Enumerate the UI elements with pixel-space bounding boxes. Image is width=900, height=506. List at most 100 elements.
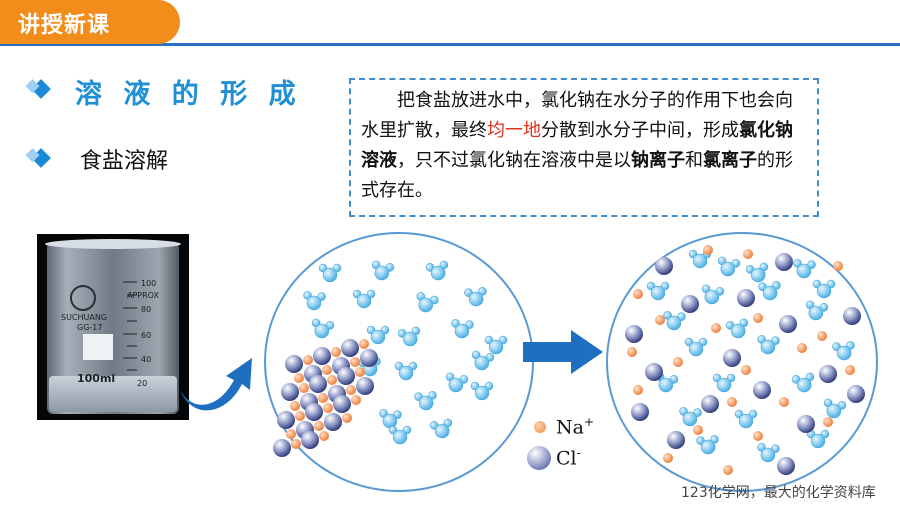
header-tab: 讲授新课 bbox=[0, 0, 180, 44]
sodium-ion bbox=[741, 365, 751, 375]
sodium-ion bbox=[319, 431, 329, 441]
water-molecule bbox=[712, 373, 736, 393]
right-arrow-icon bbox=[523, 330, 605, 378]
cl-charge: - bbox=[576, 446, 581, 460]
chloride-ion bbox=[843, 307, 861, 325]
water-molecule bbox=[757, 443, 780, 463]
description-box: 把食盐放进水中，氯化钠在水分子的作用下也会向水里扩散，最终均一地分散到水分子中间… bbox=[349, 78, 819, 217]
chloride-ion bbox=[360, 349, 378, 367]
sodium-ion bbox=[346, 385, 356, 395]
water-molecule bbox=[484, 335, 508, 355]
water-molecule bbox=[725, 318, 749, 339]
desc-highlight: 均一地 bbox=[487, 120, 541, 141]
sodium-ion bbox=[322, 365, 332, 375]
sodium-ion bbox=[711, 323, 721, 333]
chloride-ion bbox=[625, 325, 643, 343]
beaker-volume-label: 100ml bbox=[77, 372, 115, 385]
water-molecule bbox=[379, 409, 402, 429]
water-molecule bbox=[318, 263, 342, 283]
sodium-ion bbox=[655, 315, 665, 325]
desc-bold-term: 钠离子 bbox=[631, 150, 685, 171]
chloride-ion bbox=[631, 403, 649, 421]
chloride-ion bbox=[309, 375, 327, 393]
chloride-ion bbox=[285, 355, 303, 373]
chloride-ion bbox=[341, 339, 359, 357]
water-molecule bbox=[805, 300, 829, 321]
beaker-mark: 40 bbox=[141, 355, 151, 364]
cl-symbol: Cl bbox=[556, 447, 577, 470]
sodium-ion bbox=[295, 411, 305, 421]
chloride-ion bbox=[333, 395, 351, 413]
sodium-ion bbox=[291, 439, 301, 449]
beaker-mark: 80 bbox=[141, 305, 151, 314]
sodium-ion bbox=[753, 313, 763, 323]
chloride-ion bbox=[723, 349, 741, 367]
chloride-ion bbox=[737, 289, 755, 307]
water-molecule bbox=[425, 260, 449, 281]
sodium-ion bbox=[673, 357, 683, 367]
sodium-ion bbox=[303, 355, 313, 365]
sodium-ion bbox=[294, 373, 304, 383]
water-molecule bbox=[311, 318, 335, 339]
chloride-ion bbox=[797, 415, 815, 433]
water-molecule bbox=[303, 291, 326, 311]
water-molecule bbox=[471, 350, 495, 371]
water-molecule bbox=[696, 435, 719, 455]
sodium-ion bbox=[299, 383, 309, 393]
water-molecule bbox=[397, 326, 421, 347]
chloride-ion bbox=[701, 395, 719, 413]
section-title-salt-dissolving: 食盐溶解 bbox=[80, 149, 169, 174]
sodium-ion-legend-label: Na+ bbox=[556, 415, 594, 438]
chloride-ion bbox=[681, 295, 699, 313]
undissolved-salt-diagram bbox=[273, 260, 508, 457]
water-molecule bbox=[679, 407, 702, 427]
sodium-ion bbox=[817, 331, 827, 341]
chloride-ion-legend-label: Cl- bbox=[556, 446, 581, 469]
water-molecule bbox=[451, 319, 474, 339]
sodium-ion bbox=[331, 347, 341, 357]
desc-text: 把食盐放进水中，氯化钠在水分子的作用下也会向水里扩散，最终 bbox=[361, 90, 793, 141]
undissolved-salt-circle bbox=[264, 232, 534, 492]
chloride-ion bbox=[775, 253, 793, 271]
water-molecule bbox=[758, 281, 781, 301]
water-molecule bbox=[646, 281, 670, 301]
water-molecule bbox=[388, 425, 412, 445]
desc-text: 分散到水分子中间，形成 bbox=[541, 120, 739, 141]
na-symbol: Na bbox=[556, 416, 584, 439]
beaker-model: GG-17 bbox=[77, 323, 102, 332]
curved-arrow-icon bbox=[178, 350, 258, 420]
chloride-ion bbox=[356, 377, 374, 395]
beaker-mark: 100 bbox=[141, 279, 156, 288]
chloride-ion bbox=[779, 315, 797, 333]
diamond-bullet-icon bbox=[31, 148, 51, 168]
beaker-approx-label: APPROX bbox=[127, 291, 159, 300]
beaker-brand: SUCHUANG bbox=[61, 313, 107, 322]
sodium-ion bbox=[359, 339, 369, 349]
sodium-ion bbox=[342, 413, 352, 423]
dissolved-salt-diagram bbox=[625, 245, 865, 475]
sodium-ion bbox=[318, 393, 328, 403]
sodium-ion bbox=[663, 453, 673, 463]
chloride-ion bbox=[281, 383, 299, 401]
sodium-ion bbox=[753, 431, 763, 441]
water-molecule bbox=[352, 289, 376, 309]
sodium-ion bbox=[290, 401, 300, 411]
desc-text: 的形式存在。 bbox=[361, 150, 793, 201]
water-molecule bbox=[793, 259, 816, 279]
water-molecule bbox=[416, 292, 439, 313]
chloride-ion bbox=[655, 257, 673, 275]
chloride-ion bbox=[305, 403, 323, 421]
na-charge: + bbox=[583, 415, 595, 429]
sodium-ion bbox=[627, 347, 637, 357]
footer-watermark: 123化学网，最大的化学资料库 bbox=[681, 485, 876, 501]
water-molecule bbox=[734, 409, 758, 429]
dissolved-salt-circle bbox=[606, 232, 878, 492]
section-title-solution-formation: 溶 液 的 形 成 bbox=[75, 79, 302, 110]
chloride-ion bbox=[313, 347, 331, 365]
sodium-ion bbox=[351, 395, 361, 405]
water-molecule bbox=[812, 279, 836, 299]
chloride-ion bbox=[819, 365, 837, 383]
sodium-ion bbox=[797, 343, 807, 353]
chloride-ion bbox=[667, 431, 685, 449]
water-molecule bbox=[414, 391, 437, 411]
